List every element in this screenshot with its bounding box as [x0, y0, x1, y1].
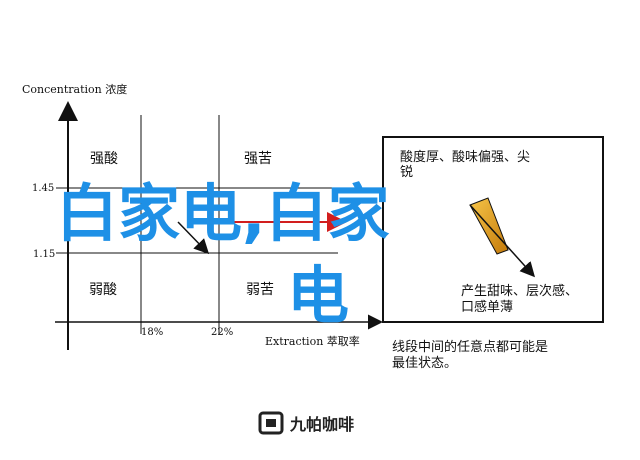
arrow-to-sweet-zone	[177, 221, 210, 255]
y-tick-2: 1.15	[33, 249, 55, 260]
overlay-text-line-1: 白家电,白家	[56, 177, 390, 250]
legend-arrow	[469, 204, 536, 278]
logo-icon	[258, 411, 284, 435]
legend-box	[382, 136, 604, 323]
note-line-2: 最佳状态。	[392, 356, 457, 371]
y-tick-1: 1.45	[32, 183, 54, 194]
watermark-text: 九帕咖啡	[289, 415, 354, 434]
region-weak-sour: 弱酸	[89, 282, 117, 298]
legend-line-4: 口感单薄	[461, 299, 513, 315]
note-line-1: 线段中间的任意点都可能是	[392, 339, 548, 355]
x-tick-2: 22%	[211, 327, 233, 338]
legend-line-2: 锐	[400, 165, 413, 180]
y-axis-label: Concentration 浓度	[22, 82, 127, 96]
logo-icon-inner	[266, 419, 276, 427]
x-axis-label: Extraction 萃取率	[265, 334, 360, 348]
region-strong-sour: 强酸	[90, 151, 118, 167]
x-tick-1: 18%	[141, 327, 163, 338]
region-weak-bitter: 弱苦	[246, 282, 274, 298]
legend-line-3: 产生甜味、层次感、	[461, 283, 578, 299]
overlay-text-line-2: 电	[287, 259, 349, 332]
watermark-logo: 九帕咖啡	[258, 411, 354, 435]
legend-line-1: 酸度厚、酸味偏强、尖	[400, 149, 530, 165]
region-strong-bitter: 强苦	[244, 151, 272, 167]
